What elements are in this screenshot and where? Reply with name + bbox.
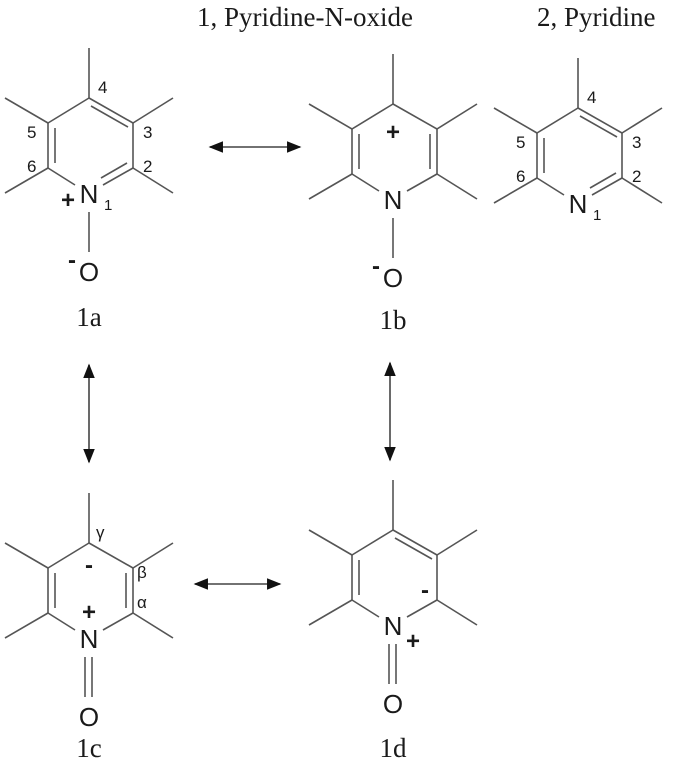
caption-1c: 1c — [76, 733, 102, 763]
title-pyridine: 2, Pyridine — [537, 2, 656, 32]
structure-1b: N + O - — [308, 54, 478, 293]
charge-minus: - — [372, 253, 380, 280]
atom-o: O — [79, 257, 99, 287]
atom-n: N — [384, 185, 403, 215]
charge-plus: + — [61, 187, 75, 214]
caption-1d: 1d — [379, 733, 407, 763]
label-beta: β — [137, 563, 147, 582]
charge-plus: + — [82, 599, 96, 626]
caption-1a: 1a — [76, 302, 102, 332]
structure-1d: N + O - — [308, 480, 478, 719]
atom-number-5: 5 — [516, 133, 525, 152]
structure-1c: N + O - γ β α — [4, 493, 174, 732]
atom-number-4: 4 — [98, 78, 107, 97]
atom-o: O — [383, 263, 403, 293]
atom-number-5: 5 — [27, 123, 36, 142]
atom-number-6: 6 — [27, 157, 36, 176]
charge-minus: - — [421, 577, 429, 604]
structure-2-pyridine: N 1 4 3 2 5 6 — [493, 58, 663, 224]
title-pyridine-n-oxide: 1, Pyridine-N-oxide — [197, 2, 413, 32]
subscript-1: 1 — [593, 207, 601, 224]
atom-o: O — [383, 689, 403, 719]
atom-n: N — [384, 611, 403, 641]
subscript-1: 1 — [104, 197, 112, 214]
charge-plus: + — [406, 628, 420, 655]
atom-number-2: 2 — [632, 167, 641, 186]
caption-1b: 1b — [379, 305, 407, 335]
atom-n: N — [569, 189, 588, 219]
label-gamma: γ — [96, 523, 105, 542]
structure-1a: N 1 + O - 4 3 2 5 6 — [4, 48, 174, 287]
atom-number-4: 4 — [587, 88, 596, 107]
atom-n: N — [80, 624, 99, 654]
charge-minus: - — [85, 552, 93, 579]
atom-n: N — [80, 179, 99, 209]
atom-number-3: 3 — [632, 133, 641, 152]
atom-number-6: 6 — [516, 167, 525, 186]
label-alpha: α — [137, 593, 147, 612]
atom-number-2: 2 — [143, 157, 152, 176]
atom-o: O — [79, 702, 99, 732]
charge-minus: - — [68, 247, 76, 274]
charge-plus: + — [386, 119, 400, 146]
atom-number-3: 3 — [143, 123, 152, 142]
